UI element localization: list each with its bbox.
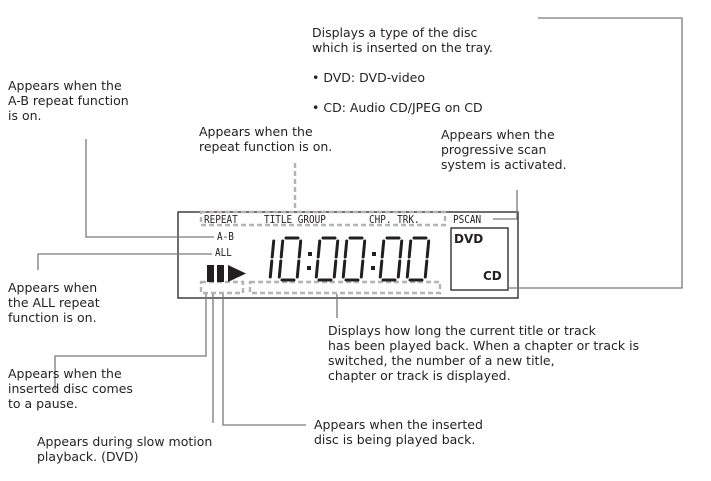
time-digit-2-segment-e [314, 259, 320, 279]
time-digit-0-segment-b [270, 239, 276, 259]
time-digit-4-segment-f [380, 239, 386, 259]
playback-callout: Appears when the inserted disc is being … [314, 417, 483, 447]
lcd-ab-label: A-B [217, 230, 234, 243]
time-digit-1-segment-e [277, 259, 283, 279]
time-digit-2-segment-b [334, 239, 340, 259]
playback-icons-dashed-frame [199, 280, 245, 295]
pause-leader [54, 294, 207, 390]
time-digits [268, 236, 431, 282]
time-digit-4-segment-b [398, 239, 404, 259]
ab-repeat-callout: Appears when the A-B repeat function is … [8, 78, 129, 123]
time-digit-0-segment-c [268, 259, 274, 279]
time-digit-3-segment-b [361, 239, 367, 259]
all-repeat-leader [37, 253, 212, 270]
ab-repeat-leader [85, 139, 214, 238]
lcd-all-label: ALL [215, 246, 232, 259]
progressive-callout: Appears when the progressive scan system… [441, 127, 567, 172]
time-digit-3-segment-c [359, 259, 365, 279]
pause-icon-bar-left [207, 265, 214, 282]
lcd-chp-trk-label: CHP. TRK. [369, 213, 420, 226]
playback-leader [222, 294, 306, 426]
pause-callout: Appears when the inserted disc comes to … [8, 366, 133, 411]
time-digit-1-segment-f [279, 239, 285, 259]
all-repeat-callout: Appears when the ALL repeat function is … [8, 280, 100, 325]
disc-type-box [450, 227, 509, 291]
time-digit-3-segment-f [343, 239, 349, 259]
time-digit-4-segment-e [378, 259, 384, 279]
time-digit-5-segment-b [425, 239, 431, 259]
progressive-leader [493, 190, 518, 220]
disc-type-leader [509, 17, 683, 289]
repeat-callout: Appears when the repeat function is on. [199, 124, 333, 154]
lcd-title-group-label: TITLE GROUP [264, 213, 326, 226]
time-digits-dashed-frame [248, 280, 442, 295]
repeat-indicators-dashed-frame [199, 210, 447, 227]
slow-motion-callout: Appears during slow motion playback. (DV… [37, 434, 213, 464]
time-digit-3-segment-e [341, 259, 347, 279]
pause-icon-bar-right [217, 265, 224, 282]
time-digit-4-segment-c [396, 259, 402, 279]
time-digit-5-segment-f [407, 239, 413, 259]
lcd-repeat-label: REPEAT [204, 213, 238, 226]
time-callout: Displays how long the current title or t… [328, 323, 640, 383]
disc-type-bullet-cd: • CD: Audio CD/JPEG on CD [312, 100, 483, 115]
time-colon-dot [307, 266, 311, 270]
disc-type-callout: Displays a type of the disc which is ins… [312, 10, 493, 115]
time-colon-dot [371, 266, 375, 270]
play-icon [228, 265, 246, 282]
time-digit-1-segment-b [297, 239, 303, 259]
time-colon-dot [308, 252, 312, 256]
disc-type-callout-text: Displays a type of the disc which is ins… [312, 25, 493, 55]
time-digit-2-segment-f [316, 239, 322, 259]
time-colon-dot [372, 252, 376, 256]
disc-type-bullet-dvd: • DVD: DVD-video [312, 70, 426, 85]
time-digit-5-segment-c [423, 259, 429, 279]
lcd-pscan-label: PSCAN [453, 213, 482, 226]
time-digit-2-segment-c [332, 259, 338, 279]
lcd-dvd-label: DVD [454, 232, 484, 246]
lcd-cd-label: CD [483, 269, 502, 283]
time-digit-1-segment-c [295, 259, 301, 279]
time-digit-5-segment-e [405, 259, 411, 279]
